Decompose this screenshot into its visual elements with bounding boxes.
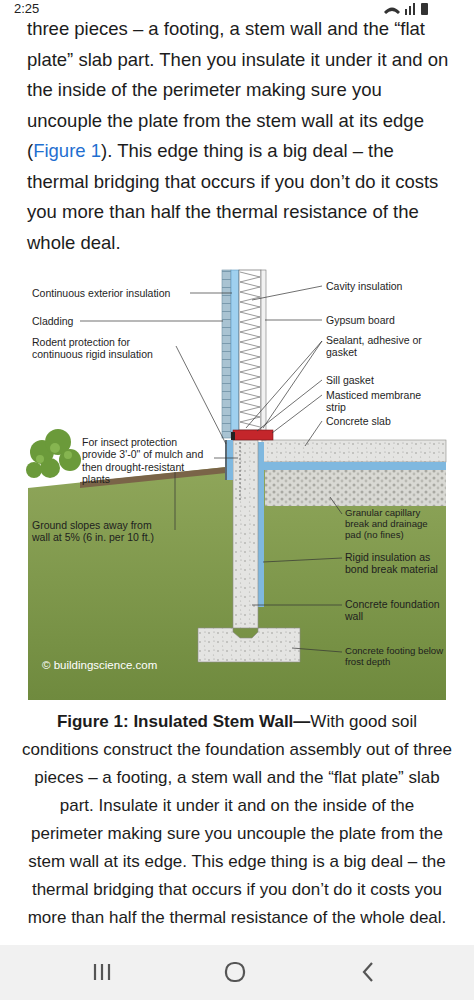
part-label: Cladding [32, 315, 92, 327]
part-label: Concrete foundation wall [345, 598, 443, 623]
part-label: Masticed membrane strip [326, 389, 426, 414]
article-paragraph: three pieces – a footing, a stem wall an… [27, 14, 451, 258]
part-label: Sealant, adhesive or gasket [326, 334, 438, 359]
part-label: Granular capillary break and drainage pa… [345, 507, 445, 541]
part-label: Gypsum board [326, 314, 444, 326]
part-label: Cavity insulation [326, 280, 444, 292]
part-label: Sill gasket [326, 374, 444, 386]
caption-text: With good soil conditions construct the … [22, 712, 452, 927]
caption-title: Figure 1: Insulated Stem Wall— [57, 712, 310, 731]
paragraph-text: three pieces – a footing, a stem wall an… [27, 18, 448, 161]
part-label: Rodent protection for continuous rigid i… [32, 336, 174, 361]
part-label: For insect protection provide 3'-0" of m… [82, 436, 212, 485]
part-label: Continuous exterior insulation [32, 287, 190, 299]
part-label: Concrete slab [326, 415, 444, 427]
part-label: Rigid insulation as bond break material [345, 551, 440, 576]
figure-caption: Figure 1: Insulated Stem Wall—With good … [22, 708, 452, 932]
status-time: 2:25 [14, 1, 39, 16]
figure-link: Figure 1 [33, 140, 101, 161]
part-label: Concrete footing below frost depth [345, 645, 445, 667]
watermark: © buildingscience.com [42, 659, 192, 672]
part-label: Ground slopes away from wall at 5% (6 in… [32, 519, 172, 544]
